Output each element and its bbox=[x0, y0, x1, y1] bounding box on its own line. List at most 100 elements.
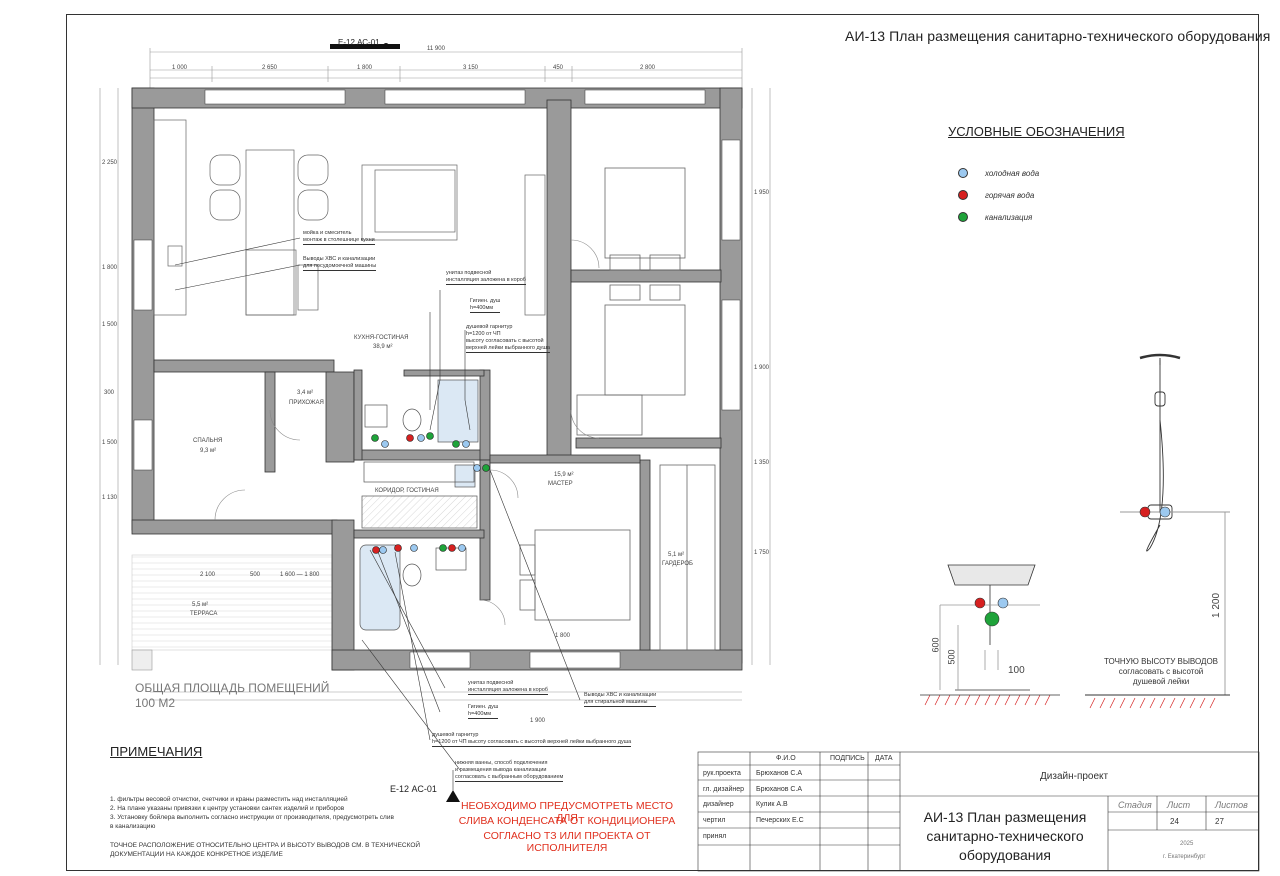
bath-fixtures bbox=[359, 379, 479, 631]
dim-left-3: 1 500 bbox=[102, 322, 118, 328]
warning-line-1: НЕОБХОДИМО ПРЕДУСМОТРЕТЬ МЕСТО ДЛЯ bbox=[460, 800, 674, 824]
tb-name-2: Брюханов С.А bbox=[756, 786, 803, 793]
doors bbox=[214, 239, 600, 626]
legend-item-hot: горячая вода bbox=[985, 191, 1035, 200]
warning-line-2: СЛИВА КОНДЕНСАТА ОТ КОНДИЦИОНЕРА bbox=[458, 815, 676, 827]
dim-top-1: 1 000 bbox=[172, 65, 188, 71]
room-master-label: МАСТЕР bbox=[548, 481, 573, 487]
dim-right-2: 1 900 bbox=[754, 365, 770, 371]
shower-floor-hatch bbox=[1089, 697, 1216, 709]
dim-left-4: 300 bbox=[104, 390, 115, 396]
callout-hygienic-1: Гигиен. душ h=400мм bbox=[470, 298, 501, 313]
dim-top-3: 1 800 bbox=[357, 65, 373, 71]
dim-bottom-3: 1 600 — 1 800 bbox=[280, 572, 320, 578]
shower-note: ТОЧНУЮ ВЫСОТУ ВЫВОДОВ согласовать с высо… bbox=[1104, 657, 1219, 686]
dim-sink-100: 100 bbox=[1008, 665, 1025, 676]
dim-top-5: 450 bbox=[553, 65, 564, 71]
warning-line-3: СОГЛАСНО ТЗ ИЛИ ПРОЕКТА ОТ ИСПОЛНИТЕЛЯ bbox=[483, 830, 651, 854]
room-hall-area: 3,4 м² bbox=[297, 390, 314, 396]
room-terrace-area: 5,5 м² bbox=[192, 602, 209, 608]
dimension-lines bbox=[99, 48, 771, 701]
sewer-legend-icon bbox=[958, 212, 968, 222]
tb-sheet-name-l2: санитарно-технического bbox=[926, 828, 1084, 844]
sink-elevation bbox=[939, 564, 1040, 691]
pipe-markers bbox=[371, 432, 490, 554]
legend-item-cold: холодная вода bbox=[985, 169, 1040, 178]
dim-left-1: 2 250 bbox=[102, 160, 118, 166]
note-line-4: в канализацию bbox=[110, 823, 156, 830]
room-corridor-label: КОРИДОР, ГОСТИНАЯ bbox=[375, 488, 439, 494]
callout-toilet-2: унитаз подвесной инсталляция заложена в … bbox=[468, 680, 548, 695]
room-kitchen-label: КУХНЯ-ГОСТИНАЯ bbox=[354, 335, 409, 341]
tb-role-5: принял bbox=[703, 833, 727, 840]
tb-sheet-name: АИ-13 План размещения санитарно-техничес… bbox=[905, 808, 1105, 865]
room-bedroom-area: 9,3 м² bbox=[200, 448, 217, 454]
cold-water-legend-icon bbox=[958, 168, 968, 178]
dim-right-1: 1 950 bbox=[754, 190, 770, 196]
note-line-6: ДОКУМЕНТАЦИИ НА КАЖДОЕ КОНКРЕТНОЕ ИЗДЕЛИ… bbox=[110, 851, 283, 858]
callout-washing-machine: Выводы ХВС и канализации для стиральной … bbox=[584, 692, 657, 707]
note-line-3: 3. Установку бойлера выполнить согласно … bbox=[110, 814, 394, 821]
callout-bath: нижняя ванны, способ подключения и разме… bbox=[455, 760, 564, 782]
sheet-title: АИ-13 План размещения санитарно-техничес… bbox=[845, 28, 1271, 44]
tb-sheet-label: Лист bbox=[1167, 800, 1191, 810]
tb-year: 2025 bbox=[1180, 841, 1194, 847]
tb-role-3: дизайнер bbox=[703, 801, 734, 808]
dim-sink-600: 600 bbox=[930, 637, 941, 653]
callout-leaders bbox=[174, 237, 581, 790]
callout-shower-set-1: душевой гарнитур h=1200 от ЧП высоту сог… bbox=[466, 324, 550, 353]
beds bbox=[519, 167, 716, 651]
section-mark-top: Е-12 АС-01 bbox=[338, 38, 380, 47]
hot-water-legend-icon bbox=[958, 190, 968, 200]
tb-sheets-label: Листов bbox=[1215, 800, 1248, 810]
tb-role-1: рук.проекта bbox=[703, 770, 741, 777]
tb-header-sign: ПОДПИСЬ bbox=[830, 755, 865, 762]
room-kitchen-area: 38,9 м² bbox=[373, 344, 393, 350]
dim-right-4: 1 750 bbox=[754, 550, 770, 556]
room-wardrobe-area: 5,1 м² bbox=[668, 552, 685, 558]
dim-bottom-4: 1 800 bbox=[555, 633, 571, 639]
tb-header-fio: Ф.И.О bbox=[776, 755, 796, 762]
dim-left-2: 1 800 bbox=[102, 265, 118, 271]
room-wardrobe-label: ГАРДЕРОБ bbox=[662, 561, 693, 567]
dim-bottom-2: 500 bbox=[250, 572, 261, 578]
notes-title: ПРИМЕЧАНИЯ bbox=[110, 744, 203, 759]
dim-bottom-5: 1 900 bbox=[530, 718, 546, 724]
dim-top-6: 2 800 bbox=[640, 65, 656, 71]
tb-name-1: Брюханов С.А bbox=[756, 770, 803, 777]
callout-toilet-1: унитаз подвесной инсталляция заложена в … bbox=[446, 270, 526, 285]
dim-top-2: 2 650 bbox=[262, 65, 278, 71]
note-line-1: 1. фильтры весовой отчистки, счетчики и … bbox=[110, 796, 348, 803]
callout-shower-set-2: душевой гарнитур h=1200 от ЧП высоту сог… bbox=[432, 732, 632, 747]
tb-sheet-name-l1: АИ-13 План размещения bbox=[923, 809, 1087, 825]
note-line-2: 2. На плане указаны привязки к центру ус… bbox=[110, 805, 345, 812]
room-master-area: 15,9 м² bbox=[554, 472, 574, 478]
room-bedroom-label: СПАЛЬНЯ bbox=[193, 438, 223, 444]
note-line-5: ТОЧНОЕ РАСПОЛОЖЕНИЕ ОТНОСИТЕЛЬНО ЦЕНТРА … bbox=[110, 842, 421, 849]
tb-sheet-name-l3: оборудования bbox=[959, 847, 1051, 863]
total-area-value: 100 М2 bbox=[135, 696, 176, 710]
dim-left-6: 1 130 bbox=[102, 495, 118, 501]
dim-left-5: 1 500 bbox=[102, 440, 118, 446]
sink-floor-hatch bbox=[920, 694, 1060, 706]
room-terrace-label: ТЕРРАСА bbox=[190, 611, 218, 617]
shower-elevation bbox=[1085, 353, 1230, 696]
title-block-grid bbox=[697, 751, 1260, 872]
tb-project-type: Дизайн-проект bbox=[1040, 771, 1109, 782]
sheet-frame bbox=[66, 14, 1259, 871]
section-mark-bottom: Е-12 АС-01 bbox=[390, 784, 437, 794]
dim-bottom-1: 2 100 bbox=[200, 572, 216, 578]
dim-shower-1200: 1 200 bbox=[1211, 592, 1223, 619]
tb-sheet-no: 24 bbox=[1170, 817, 1179, 826]
tb-role-4: чертил bbox=[703, 817, 726, 824]
dim-top-4: 3 150 bbox=[463, 65, 479, 71]
callout-kitchen-sink: мойка и смеситель монтаж в столешнице ку… bbox=[303, 230, 375, 245]
callout-hygienic-2: Гигиен. душ h=400мм bbox=[468, 704, 499, 719]
tb-name-3: Кулик А.В bbox=[756, 801, 788, 808]
dim-sink-500: 500 bbox=[946, 649, 957, 665]
tb-role-2: гл. дизайнер bbox=[703, 786, 745, 793]
room-hall-label: ПРИХОЖАЯ bbox=[289, 400, 324, 406]
tb-stage-label: Стадия bbox=[1118, 800, 1152, 810]
